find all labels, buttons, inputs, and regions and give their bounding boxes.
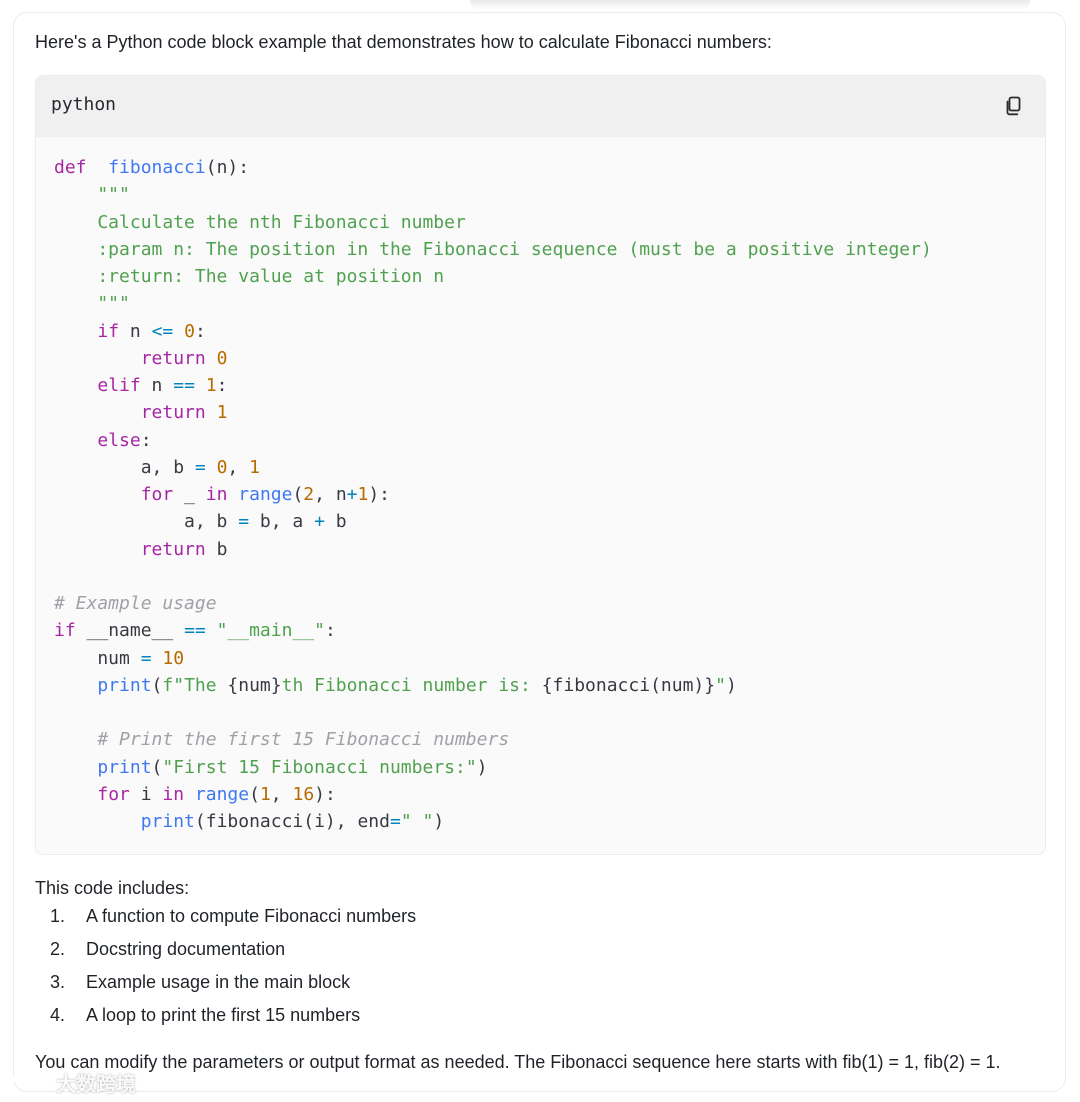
list-item: 2. Docstring documentation <box>35 937 416 970</box>
list-number: 4. <box>49 1005 65 1025</box>
code-content[interactable]: def fibonacci(n): """ Calculate the nth … <box>54 154 932 835</box>
list-text: A loop to print the first 15 numbers <box>86 1005 361 1025</box>
code-line: # Print the first 15 Fibonacci numbers <box>54 729 510 751</box>
code-line: for i in range(1, 16): <box>97 783 336 805</box>
code-line: a, b = b, a + b <box>54 511 347 533</box>
code-line: if __name__ == "__main__": <box>54 620 336 642</box>
watermark-text: 大数跨境 <box>56 1072 136 1096</box>
code-line: """ <box>54 293 130 315</box>
code-line: Calculate the nth Fibonacci number <box>54 211 466 233</box>
code-line: :param n: The position in the Fibonacci … <box>54 238 932 260</box>
code-line: if n <= 0: <box>97 320 206 342</box>
intro-text: Here's a Python code block example that … <box>35 32 772 52</box>
list-number: 2. <box>49 939 65 959</box>
code-block: python def fibonacci(n): """ Calculate t… <box>35 75 1046 855</box>
code-line: print("First 15 Fibonacci numbers:") <box>97 756 488 778</box>
list-text: A function to compute Fibonacci numbers <box>86 906 417 926</box>
list-item: 4. A loop to print the first 15 numbers <box>35 1003 416 1036</box>
list-number: 1. <box>49 906 65 926</box>
code-line: print(fibonacci(i), end=" ") <box>140 811 445 832</box>
code-line: else: <box>97 429 152 451</box>
watermark: 大数跨境 <box>8 1068 136 1097</box>
list-text: Example usage in the main block <box>86 972 351 992</box>
code-line: elif n == 1: <box>97 375 228 396</box>
copy-code-button[interactable] <box>1003 95 1025 117</box>
code-line: :return: The value at position n <box>54 266 445 287</box>
feature-list: 1. A function to compute Fibonacci number… <box>35 904 416 1036</box>
previous-message-shadow <box>470 0 1030 10</box>
code-line: return 1 <box>140 402 228 424</box>
list-text: Docstring documentation <box>86 939 286 959</box>
list-item: 1. A function to compute Fibonacci number… <box>35 904 416 937</box>
copy-icon <box>1006 96 1021 116</box>
code-line: return 0 <box>140 347 228 369</box>
code-line: print(f"The {num}th Fibonacci number is:… <box>97 674 737 696</box>
code-line: def fibonacci(n): <box>54 157 250 178</box>
code-line: a, b = 0, 1 <box>54 456 260 478</box>
code-line: num = 10 <box>54 647 185 669</box>
list-number: 3. <box>49 972 65 992</box>
list-item: 3. Example usage in the main block <box>35 970 416 1003</box>
code-header: python <box>36 76 1045 137</box>
code-language-label: python <box>51 94 117 115</box>
outro-heading: This code includes: <box>35 878 190 898</box>
code-line: """ <box>54 184 130 206</box>
footer-text: You can modify the parameters or output … <box>35 1052 1001 1072</box>
watermark-logo-icon <box>10 1073 49 1092</box>
code-line: # Example usage <box>54 593 217 614</box>
code-line: for _ in range(2, n+1): <box>140 484 391 505</box>
code-line: return b <box>140 538 228 560</box>
